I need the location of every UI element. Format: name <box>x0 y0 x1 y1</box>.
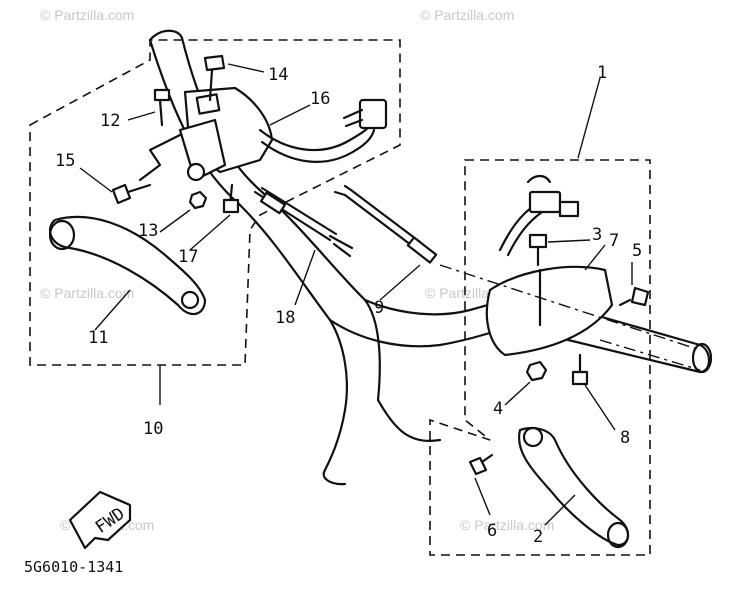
bolt-8 <box>571 353 589 386</box>
callout-labels: 1 2 3 4 5 6 7 8 9 10 11 12 13 14 15 16 1… <box>55 63 642 547</box>
right-switch-housing <box>485 174 614 357</box>
callout-13: 13 <box>138 221 158 241</box>
watermark: © Partzilla.com <box>460 517 554 533</box>
alignment-line <box>439 264 701 351</box>
leader-lines <box>79 63 633 526</box>
callout-18: 18 <box>275 308 295 328</box>
callout-15: 15 <box>55 151 75 171</box>
bolt-14 <box>203 54 226 102</box>
nut-4 <box>525 360 548 382</box>
switch-cable-9 <box>333 184 438 264</box>
switch-cable-18 <box>253 186 354 258</box>
callout-17: 17 <box>178 247 198 267</box>
callout-11: 11 <box>88 328 108 348</box>
forward-direction-arrow: FWD <box>68 490 132 550</box>
callout-9: 9 <box>374 298 384 318</box>
callout-1: 1 <box>597 63 607 83</box>
screw-5 <box>618 286 650 307</box>
callout-12: 12 <box>100 111 120 131</box>
left-switch-group-box <box>29 39 401 366</box>
watermark-layer: © Partzilla.com © Partzilla.com © Partzi… <box>40 7 554 533</box>
bolt-12 <box>153 88 171 127</box>
bolt-15 <box>111 183 152 205</box>
right-lever-2 <box>517 426 630 549</box>
callout-3: 3 <box>592 225 602 245</box>
screw-17 <box>222 183 240 214</box>
nut-13 <box>188 190 208 210</box>
left-lever-bracket <box>138 118 227 182</box>
watermark: © Partzilla.com <box>40 285 134 301</box>
bolt-6 <box>468 453 494 476</box>
screw-3 <box>528 233 548 267</box>
callout-4: 4 <box>493 399 503 419</box>
watermark: © Partzilla.com <box>40 7 134 23</box>
callout-5: 5 <box>632 241 642 261</box>
callout-16: 16 <box>310 89 330 109</box>
watermark: © Partzilla.com <box>420 7 514 23</box>
callout-10: 10 <box>143 419 163 439</box>
callout-7: 7 <box>609 231 619 251</box>
alignment-line <box>599 339 701 371</box>
callout-6: 6 <box>487 521 497 541</box>
left-lever-11 <box>48 215 207 316</box>
callout-14: 14 <box>268 65 288 85</box>
diagram-code: 5G6010-1341 <box>24 558 123 576</box>
callout-2: 2 <box>533 527 543 547</box>
callout-8: 8 <box>620 428 630 448</box>
right-switch-group-box <box>429 159 651 556</box>
